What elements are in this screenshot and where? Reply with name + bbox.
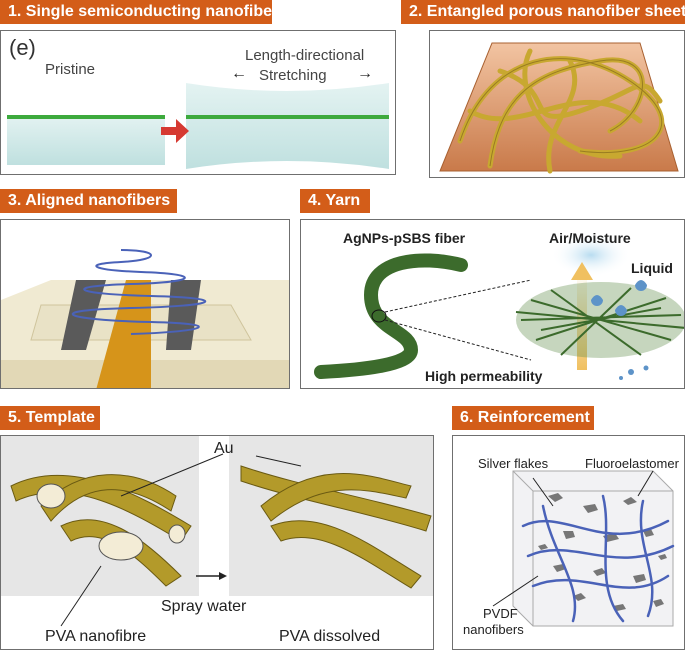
- arrow-right-icon: [161, 119, 189, 143]
- pvdf-label-line2: nanofibers: [463, 622, 524, 637]
- pvdf-label-line1: PVDF: [483, 606, 518, 621]
- fluoroelastomer-label: Fluoroelastomer: [585, 456, 679, 471]
- panel-single-nanofiber: (e) Pristine Length-directional ← Stretc…: [0, 30, 396, 175]
- fluoro-pointer: [637, 470, 654, 497]
- stretch-arrow-left-icon: ←: [231, 65, 247, 82]
- header-yarn: 4. Yarn: [300, 189, 370, 213]
- panel-letter: (e): [9, 35, 36, 60]
- panel-entangled-sheet: [429, 30, 685, 178]
- pvdf-nanofibers: [521, 494, 675, 623]
- aligned-nanofibers-device: [1, 249, 289, 388]
- pristine-nanofiber: [7, 115, 165, 119]
- header-aligned-nanofibers: 3. Aligned nanofibers: [0, 189, 177, 213]
- pristine-label: Pristine: [45, 61, 96, 78]
- permeability-label: High permeability: [425, 368, 543, 384]
- pva-nanofibre-label: PVA nanofibre: [45, 628, 147, 645]
- header-entangled-sheet: 2. Entangled porous nanofiber sheet: [401, 0, 685, 24]
- moisture-cloud: [551, 233, 631, 277]
- silver-pointer: [532, 477, 554, 507]
- header-template: 5. Template: [0, 406, 100, 430]
- au-pointer-left: [120, 453, 224, 497]
- stretched-film: [186, 83, 389, 169]
- spray-water-label: Spray water: [161, 598, 247, 615]
- stretch-arrow-right-icon: →: [357, 65, 373, 82]
- reinforcement-cube: [492, 470, 675, 627]
- au-label: Au: [214, 440, 234, 457]
- template-illustration: [1, 436, 433, 627]
- panel-aligned-nanofibers: [0, 219, 290, 389]
- zoom-line-bottom: [384, 319, 532, 361]
- au-pointer-right: [255, 455, 302, 467]
- zoom-line-top: [384, 279, 532, 313]
- silver-flakes-label: Silver flakes: [478, 456, 549, 471]
- liquid-droplets: [591, 280, 649, 380]
- yarn-illustration: [314, 233, 684, 380]
- electrode-left: [61, 280, 106, 350]
- yarn-fiber: [314, 253, 468, 379]
- pristine-film: [7, 115, 165, 165]
- nanofiber-mesh: [515, 282, 684, 358]
- panel-reinforcement: Silver flakes Fluoroelastomer PVDF nanof…: [452, 435, 685, 650]
- stretch-label-line1: Length-directional: [245, 47, 365, 64]
- liquid-label: Liquid: [631, 260, 673, 276]
- panel-yarn: AgNPs-pSBS fiber Air/Moisture Liquid Hig…: [300, 219, 685, 389]
- panel-template: Au Spray water PVA nanofibre PVA dissolv…: [0, 435, 434, 650]
- pva-dissolved-label: PVA dissolved: [279, 628, 381, 645]
- upward-flow: [577, 270, 587, 370]
- blue-nanofiber-coil: [71, 249, 207, 335]
- pva-core-1: [36, 483, 66, 509]
- entangled-sheet-illustration: [439, 42, 679, 174]
- header-reinforcement: 6. Reinforcement: [452, 406, 594, 430]
- stretched-nanofiber: [186, 115, 389, 119]
- pva-pointer: [60, 565, 102, 627]
- hollow-gold-tubes: [240, 465, 432, 589]
- pva-core-3: [98, 531, 144, 561]
- spray-arrow-head-icon: [219, 572, 227, 580]
- stretch-label-line2: Stretching: [259, 67, 327, 84]
- cube-outline: [512, 470, 674, 627]
- header-single-nanofiber: 1. Single semiconducting nanofiber: [0, 0, 278, 24]
- pvdf-pointer: [492, 575, 539, 607]
- pva-core-2: [168, 524, 186, 544]
- air-moisture-label: Air/Moisture: [549, 230, 631, 246]
- stretching-illustration: [7, 83, 389, 169]
- fiber-label: AgNPs-pSBS fiber: [343, 230, 466, 246]
